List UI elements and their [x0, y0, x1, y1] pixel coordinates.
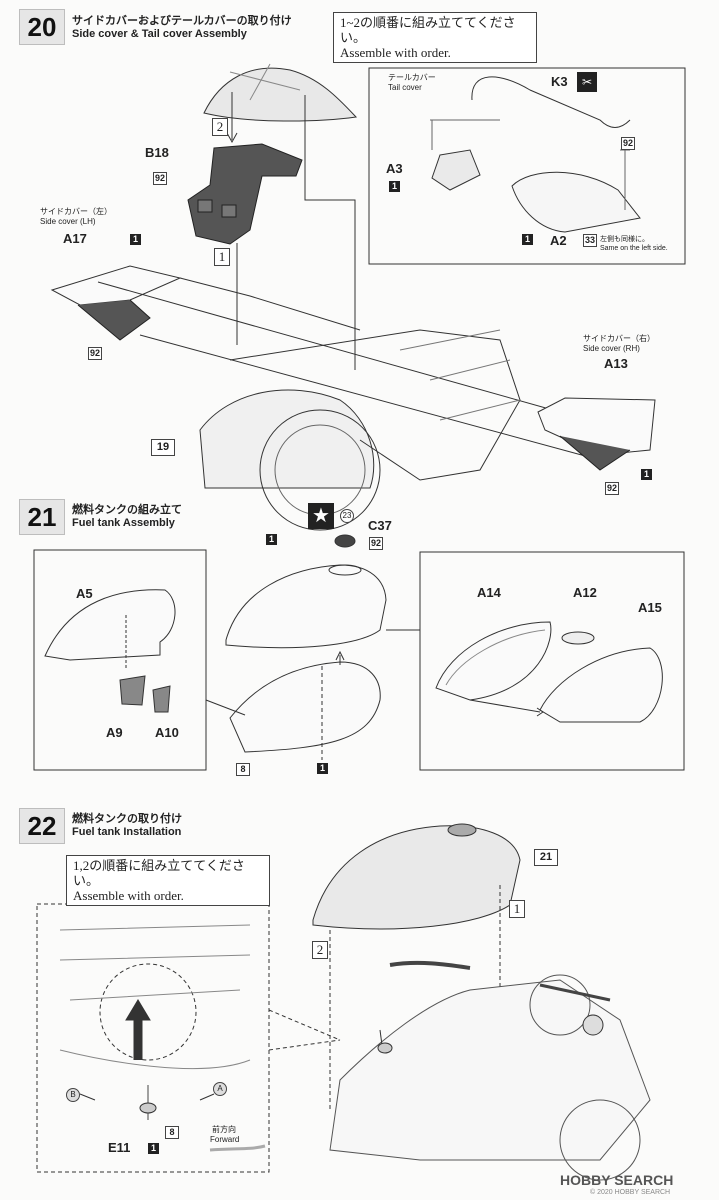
- side-cover-lh-en: Side cover (LH): [40, 217, 96, 226]
- forward-en: Forward: [210, 1135, 240, 1144]
- part-a9-label: A9: [106, 725, 123, 740]
- pin-a-marker: A: [213, 1082, 227, 1096]
- paint-1-tank: 1: [266, 534, 277, 545]
- step-19-reference: 19: [151, 439, 175, 456]
- same-left-jp: 左側も同様に。: [600, 236, 649, 243]
- step-20-title-jp: サイドカバーおよびテールカバーの取り付け: [72, 15, 292, 27]
- order-1-marker: 1: [214, 248, 230, 266]
- side-cover-lh-jp: サイドカバー（左）: [40, 207, 112, 216]
- step-22-title-jp: 燃料タンクの取り付け: [72, 813, 182, 825]
- same-left-en: Same on the left side.: [600, 245, 668, 252]
- paint-1-a17: 1: [130, 234, 141, 245]
- paint-92-b18: 92: [153, 172, 167, 185]
- tail-cover-en: Tail cover: [388, 83, 422, 92]
- part-a15-label: A15: [638, 600, 662, 615]
- paint-8-e11: 8: [165, 1126, 179, 1139]
- step-20-order-note: 1~2の順番に組み立ててください。 Assemble with order.: [333, 12, 537, 63]
- part-a5-label: A5: [76, 586, 93, 601]
- paint-1-a13: 1: [641, 469, 652, 480]
- part-a2-label: A2: [550, 233, 567, 248]
- step-22-number: 22: [19, 808, 65, 844]
- part-b18-label: B18: [145, 145, 169, 160]
- pin-b-marker: B: [66, 1088, 80, 1102]
- paint-92-c37: 92: [369, 537, 383, 550]
- paint-1-e11: 1: [148, 1143, 159, 1154]
- forward-jp: 前方向: [212, 1125, 236, 1134]
- footer-brand: HOBBY SEARCH: [560, 1172, 674, 1188]
- part-k3-label: K3: [551, 74, 568, 89]
- step-22-note-en: Assemble with order.: [73, 888, 184, 903]
- paint-92-a17: 92: [88, 347, 102, 360]
- order-1-marker-22: 1: [509, 900, 525, 918]
- order-2-marker-22: 2: [312, 941, 328, 959]
- paint-92-a13: 92: [605, 482, 619, 495]
- part-e11-label: E11: [108, 1140, 131, 1155]
- paint-33-a2: 33: [583, 234, 597, 247]
- paint-1-lower-tank: 1: [317, 763, 328, 774]
- paint-23-c37: 23: [340, 509, 354, 523]
- part-a13-label: A13: [604, 356, 628, 371]
- step-20-number: 20: [19, 9, 65, 45]
- part-a10-label: A10: [155, 725, 179, 740]
- part-a14-label: A14: [477, 585, 501, 600]
- paint-8-tank: 8: [236, 763, 250, 776]
- paint-92-k3: 92: [621, 137, 635, 150]
- part-c37-label: C37: [368, 518, 392, 533]
- paint-1-a2: 1: [522, 234, 533, 245]
- star-paint-icon: ★: [308, 503, 334, 529]
- step-20-note-jp: 1~2の順番に組み立ててください。: [340, 15, 516, 45]
- footer-copyright: © 2020 HOBBY SEARCH: [590, 1189, 671, 1196]
- step-21-title-jp: 燃料タンクの組み立て: [72, 504, 182, 516]
- step-20-title-en: Side cover & Tail cover Assembly: [72, 28, 247, 40]
- order-2-marker: 2: [212, 118, 228, 136]
- side-cover-rh-jp: サイドカバー（右）: [583, 334, 655, 343]
- cement-icon: ✂: [577, 72, 597, 92]
- paint-1-a3: 1: [389, 181, 400, 192]
- step-21-title-en: Fuel tank Assembly: [72, 517, 175, 529]
- step-21-number: 21: [19, 499, 65, 535]
- tail-cover-jp: テールカバー: [388, 73, 436, 82]
- step-22-order-note: 1,2の順番に組み立ててください。 Assemble with order.: [66, 855, 270, 906]
- step-21-reference: 21: [534, 849, 558, 866]
- part-a12-label: A12: [573, 585, 597, 600]
- part-a3-label: A3: [386, 161, 403, 176]
- step-20-note-en: Assemble with order.: [340, 45, 451, 60]
- side-cover-rh-en: Side cover (RH): [583, 344, 640, 353]
- part-a17-label: A17: [63, 231, 87, 246]
- step-22-title-en: Fuel tank Installation: [72, 826, 182, 838]
- step-22-note-jp: 1,2の順番に組み立ててください。: [73, 858, 245, 888]
